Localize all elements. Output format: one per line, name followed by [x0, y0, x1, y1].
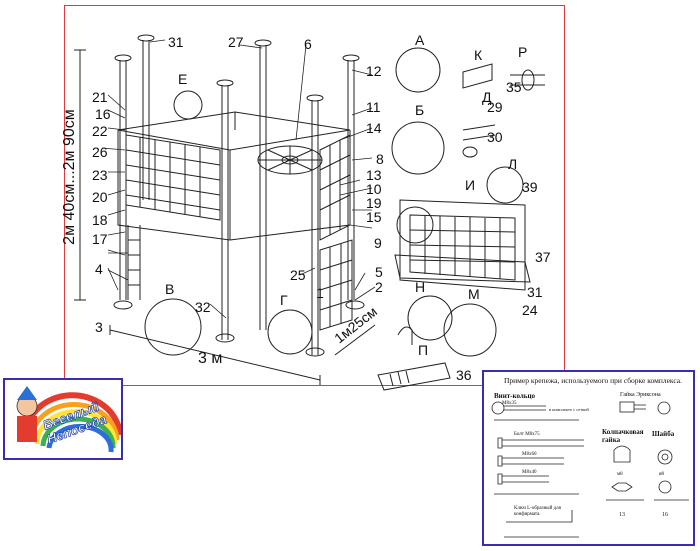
part-label-32: 32: [195, 299, 211, 315]
part-label-22: 22: [92, 123, 108, 139]
cap-nut-icon: [613, 445, 631, 463]
part-label-31: 31: [527, 284, 543, 300]
detail-label-b: Б: [415, 102, 425, 118]
cap-nut-size: м8: [617, 472, 623, 477]
part-label-23: 23: [92, 167, 108, 183]
part-label-5: 5: [375, 264, 383, 280]
part-label-13: 13: [366, 167, 382, 183]
part-label-6: 6: [304, 36, 312, 52]
bolt-60-label: M8x60: [522, 452, 537, 457]
part-label-1: 1: [316, 285, 324, 301]
part-label-26: 26: [92, 144, 108, 160]
part-label-16: 16: [95, 106, 111, 122]
hex-nut-icon: [619, 401, 635, 413]
detail-label-k: К: [474, 47, 483, 63]
eye-bolt-note: в комплекте с сеткой: [549, 407, 589, 412]
nut-front-icon: [611, 482, 633, 492]
fastener-drawings: [491, 401, 689, 538]
part-label-15: 15: [366, 209, 382, 225]
detail-label-e: Е: [178, 71, 188, 87]
part-label-8: 8: [376, 151, 384, 167]
part-label-17: 17: [92, 231, 108, 247]
part-label-3: 3: [95, 319, 103, 335]
detail-label-i: И: [465, 177, 476, 193]
washer-size: ø8: [659, 472, 664, 477]
part-label-24: 24: [522, 302, 538, 318]
part-label-10: 10: [366, 181, 382, 197]
part-label-18: 18: [92, 212, 108, 228]
detail-label-m: М: [468, 286, 480, 302]
eye-bolt-label: Винт-кольцо: [494, 392, 536, 400]
detail-label-d: Д: [482, 89, 492, 105]
detail-label-n: Н: [415, 279, 426, 295]
detail-label-p: П: [418, 342, 429, 358]
bolts-label: Болт M8x75: [514, 432, 540, 437]
detail-label-g: Г: [280, 292, 288, 308]
nut-width: 13: [619, 512, 625, 518]
fastener-legend: Пример крепежа, используемого при сборке…: [482, 370, 695, 546]
length-dimension: 3 м: [198, 350, 223, 367]
part-label-4: 4: [95, 261, 103, 277]
bolt-40-icon: [497, 473, 549, 485]
brand-logo: Веселый Непоседа: [3, 378, 123, 460]
part-label-21: 21: [92, 89, 108, 105]
washer-top-icon: [657, 401, 671, 415]
l-key-icon: [506, 510, 573, 523]
eye-bolt-size: M8x35: [502, 401, 517, 406]
bolt-75-icon: [497, 437, 584, 449]
part-label-37: 37: [535, 249, 551, 265]
drawing-frame: [64, 5, 565, 386]
detail-label-l: Л: [508, 156, 518, 172]
part-label-25: 25: [290, 267, 306, 283]
legend-title: Пример крепежа, используемого при сборке…: [504, 376, 683, 385]
erickson-nut-label: Гайка Эриксона: [620, 392, 661, 398]
bolt-60-icon: [497, 455, 564, 467]
cap-nut-label: Колпачковая гайка: [602, 428, 644, 444]
l-key-label: Ключ L-образный для конфирмата.: [514, 506, 561, 517]
height-dimension: 2м 40см...2м 90см: [61, 109, 78, 245]
part-label-39: 39: [522, 179, 538, 195]
part-label-11: 11: [366, 99, 381, 115]
part-label-28: 27: [228, 34, 244, 50]
part-label-9: 9: [374, 235, 382, 251]
part-label-29: 29: [487, 99, 503, 115]
detail-label-v: В: [165, 281, 175, 297]
part-label-12: 12: [366, 63, 382, 79]
part-label-14: 14: [366, 120, 382, 136]
part-label-20: 20: [92, 189, 108, 205]
part-label-2: 2: [375, 279, 383, 295]
part-label-19: 19: [366, 195, 382, 211]
part-label-27: 31: [168, 34, 184, 50]
bolt-40-label: M8x40: [522, 470, 537, 475]
part-label-36: 36: [456, 367, 472, 383]
washer-label: Шайба: [652, 430, 675, 438]
part-label-35: 35: [506, 79, 522, 95]
detail-label-a: А: [415, 32, 425, 48]
washer-width: 16: [662, 512, 668, 518]
rainbow-icon: [16, 386, 121, 453]
washer-icon: [657, 449, 673, 465]
detail-label-r: Р: [518, 44, 528, 60]
eye-bolt-icon: [491, 401, 505, 415]
part-label-30: 30: [487, 129, 503, 145]
